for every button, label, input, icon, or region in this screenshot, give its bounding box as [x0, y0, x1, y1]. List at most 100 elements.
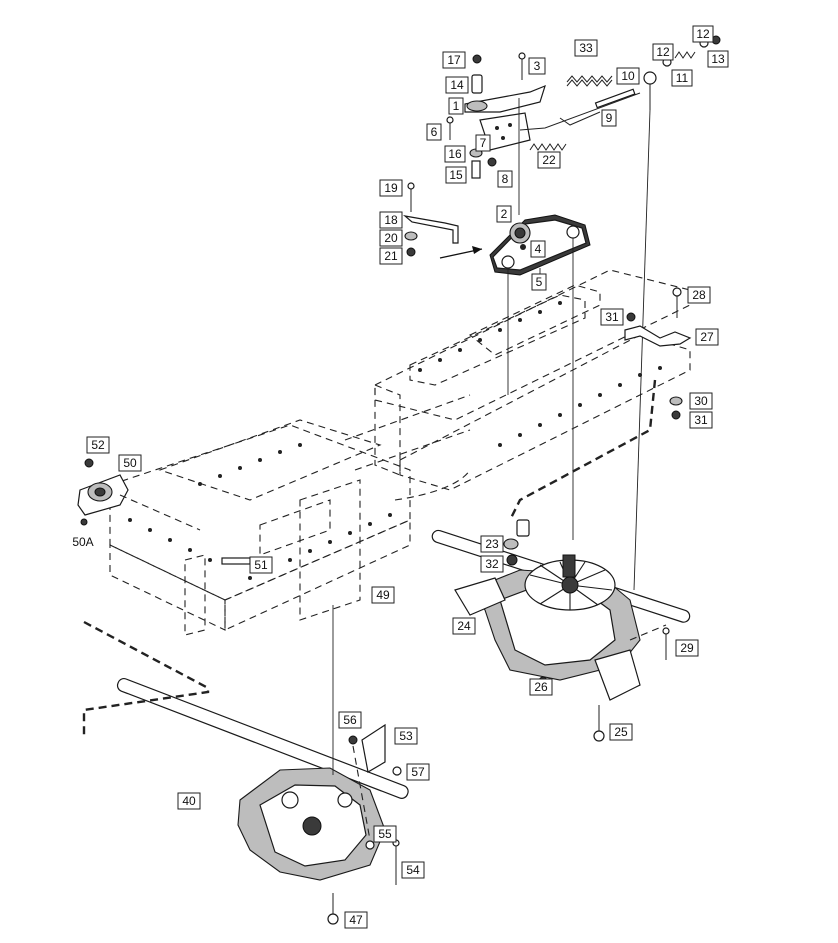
callout-16: 16 [444, 145, 466, 163]
callout-32: 32 [480, 555, 504, 573]
callout-28: 28 [687, 286, 711, 304]
callout-label: 5 [536, 275, 543, 289]
callout-51: 51 [249, 556, 273, 574]
callout-5: 5 [531, 273, 547, 291]
callout-1: 1 [448, 97, 464, 115]
callout-label: 15 [449, 168, 463, 182]
callout-15: 15 [445, 166, 467, 184]
callout-label: 29 [680, 641, 694, 655]
callout-label: 6 [431, 125, 438, 139]
callout-18: 18 [379, 211, 403, 229]
callout-label: 14 [450, 78, 464, 92]
callout-label: 25 [614, 725, 628, 739]
callout-label: 33 [579, 41, 593, 55]
callout-label: 22 [542, 153, 556, 167]
callout-label: 50A [72, 535, 93, 549]
callout-31a: 31 [600, 308, 624, 326]
callout-6: 6 [426, 123, 442, 141]
callout-49: 49 [371, 586, 395, 604]
bearing-flange [77, 458, 201, 531]
callout-50a: 50A [72, 535, 93, 549]
callout-label: 28 [692, 288, 706, 302]
callout-label: 1 [453, 99, 460, 113]
callout-label: 10 [621, 69, 635, 83]
control-plate [489, 214, 591, 540]
left-transaxle [82, 605, 409, 925]
callout-label: 12 [656, 45, 670, 59]
callout-label: 24 [457, 619, 471, 633]
callout-label: 51 [254, 558, 268, 572]
callout-label: 3 [534, 59, 541, 73]
tractor-frame [109, 269, 691, 636]
callout-label: 47 [349, 913, 363, 927]
callout-label: 13 [711, 52, 725, 66]
callout-20: 20 [379, 229, 403, 247]
callout-label: 19 [384, 181, 398, 195]
callout-21: 21 [379, 247, 403, 265]
callout-label: 57 [411, 765, 425, 779]
callout-label: 18 [384, 213, 398, 227]
callout-label: 4 [535, 242, 542, 256]
callout-40: 40 [177, 792, 201, 810]
callout-57: 57 [406, 763, 430, 781]
callout-label: 8 [502, 172, 509, 186]
callout-label: 20 [384, 231, 398, 245]
callout-47: 47 [344, 911, 368, 929]
callout-label: 9 [606, 111, 613, 125]
callout-label: 50 [123, 456, 137, 470]
callout-9: 9 [601, 109, 617, 127]
callout-label: 40 [182, 794, 196, 808]
callout-label: 31 [694, 413, 708, 427]
callout-22: 22 [537, 151, 561, 169]
callout-56: 56 [338, 711, 362, 729]
callout-55: 55 [373, 825, 397, 843]
callout-label: 11 [676, 71, 689, 85]
callout-31b: 31 [689, 411, 713, 429]
callout-52: 52 [86, 436, 110, 454]
callout-24: 24 [452, 617, 476, 635]
callout-8: 8 [497, 170, 513, 188]
callout-3: 3 [528, 57, 546, 75]
callout-17: 17 [442, 51, 466, 69]
callout-26: 26 [529, 678, 553, 696]
callout-label: 49 [376, 588, 390, 602]
callout-label: 26 [534, 680, 548, 694]
callout-label: 54 [406, 863, 420, 877]
callout-label: 56 [343, 713, 357, 727]
callout-label: 16 [448, 147, 462, 161]
callout-10: 10 [616, 67, 640, 85]
callout-12a: 12 [692, 25, 714, 43]
callout-4: 4 [530, 240, 546, 258]
callout-label: 55 [378, 827, 392, 841]
callout-label: 21 [384, 249, 398, 263]
callout-23: 23 [480, 535, 504, 553]
callout-13: 13 [707, 50, 729, 68]
callout-29: 29 [675, 639, 699, 657]
callout-11: 11 [671, 69, 693, 87]
callout-label: 53 [399, 729, 413, 743]
control-linkage [446, 35, 721, 591]
callout-50: 50 [118, 454, 142, 472]
shift-arm [402, 182, 483, 259]
callout-label: 12 [696, 27, 710, 41]
callout-label: 17 [447, 53, 461, 67]
callout-19: 19 [379, 179, 403, 197]
callout-label: 2 [501, 207, 508, 221]
callout-12b: 12 [652, 43, 674, 61]
callout-14: 14 [445, 76, 469, 94]
callout-27: 27 [695, 328, 719, 346]
callout-label: 52 [91, 438, 105, 452]
callout-label: 32 [485, 557, 499, 571]
callout-7: 7 [475, 134, 491, 152]
callout-label: 31 [605, 310, 619, 324]
right-transaxle [431, 519, 691, 742]
callout-30: 30 [689, 392, 713, 410]
callout-label: 7 [480, 136, 487, 150]
bracket-27 [624, 287, 692, 420]
callout-33: 33 [574, 39, 598, 57]
callout-54: 54 [401, 861, 425, 879]
callout-53: 53 [394, 727, 418, 745]
callout-2: 2 [496, 205, 512, 223]
callout-label: 27 [700, 330, 714, 344]
